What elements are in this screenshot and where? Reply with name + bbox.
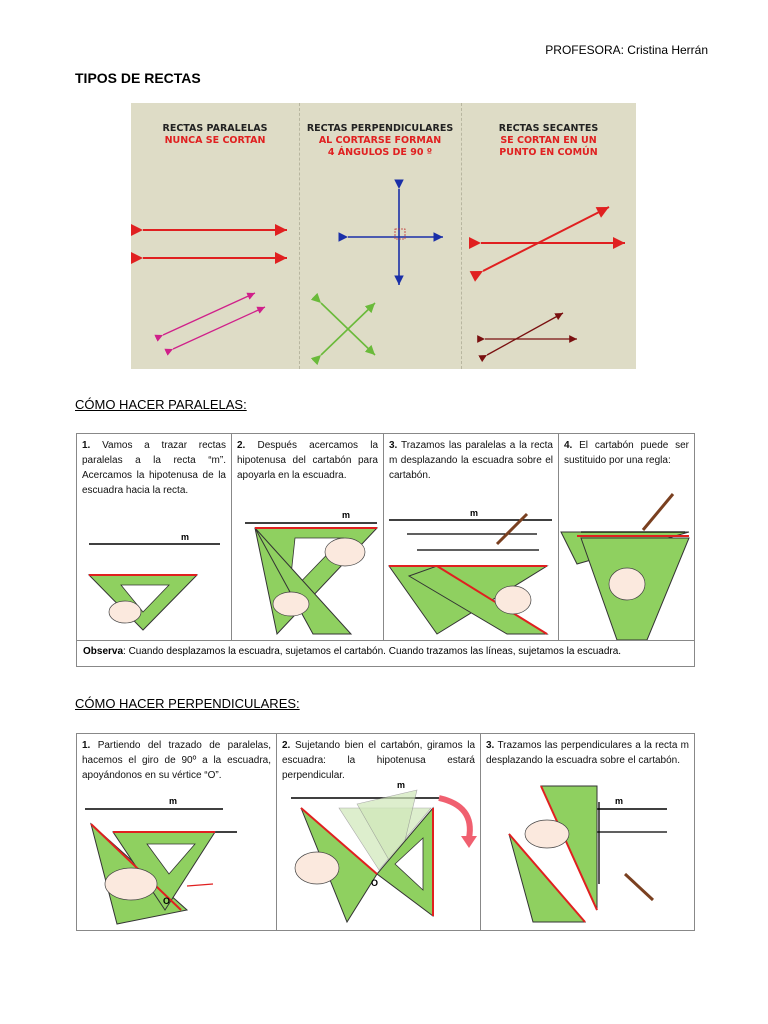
parallel-caption: RECTAS PARALELAS NUNCA SE CORTAN <box>162 123 268 146</box>
perpendicular-step-2: 2. Sujetando bien el cartabón, giramos l… <box>277 734 481 930</box>
line-m-label: m <box>470 508 478 518</box>
perpendicular-section-heading: CÓMO HACER PERPENDICULARES: <box>75 696 300 711</box>
perpendicular-step-1: 1. Partiendo del trazado de paralelas, h… <box>77 734 277 930</box>
line-types-figure: RECTAS PARALELAS NUNCA SE CORTAN RECTAS … <box>131 103 636 369</box>
parallel-step-4: 4. El cartabón puede ser sustituido por … <box>564 440 690 466</box>
perpendicular-steps-table: 1. Partiendo del trazado de paralelas, h… <box>76 733 695 931</box>
vertex-o-label: O <box>163 896 170 906</box>
vertex-o-label: O <box>371 878 378 888</box>
teacher-name: PROFESORA: Cristina Herrán <box>545 43 708 57</box>
parallel-step-2: 2. Después acercamos la hipotenusa del c… <box>232 434 384 640</box>
parallel-steps-table: 1. Vamos a trazar rectas paralelas a la … <box>76 433 695 667</box>
perpendicular-step-3: 3. Trazamos las perpendiculares a la rec… <box>486 740 689 766</box>
secant-caption: RECTAS SECANTES SE CORTAN EN UN PUNTO EN… <box>498 123 599 158</box>
line-m-label: m <box>181 532 189 542</box>
line-m-label: m <box>615 796 623 806</box>
page-title: TIPOS DE RECTAS <box>75 70 201 86</box>
panel-divider <box>299 103 300 369</box>
parallel-step-3: 3. Trazamos las paralelas a la recta m d… <box>384 434 559 640</box>
panel-divider <box>461 103 462 369</box>
perpendicular-caption: RECTAS PERPENDICULARES AL CORTARSE FORMA… <box>306 123 454 158</box>
parallel-step-1: 1. Vamos a trazar rectas paralelas a la … <box>77 434 232 640</box>
line-m-label: m <box>397 780 405 790</box>
line-types-drawing <box>131 179 625 366</box>
parallel-steps-drawing: m m m <box>87 493 690 640</box>
parallel-section-heading: CÓMO HACER PARALELAS: <box>75 397 247 412</box>
parallel-note: Observa: Cuando desplazamos la escuadra,… <box>77 640 694 662</box>
perpendicular-steps-drawing: m O m O m <box>85 780 667 925</box>
line-m-label: m <box>342 510 350 520</box>
line-m-label: m <box>169 796 177 806</box>
